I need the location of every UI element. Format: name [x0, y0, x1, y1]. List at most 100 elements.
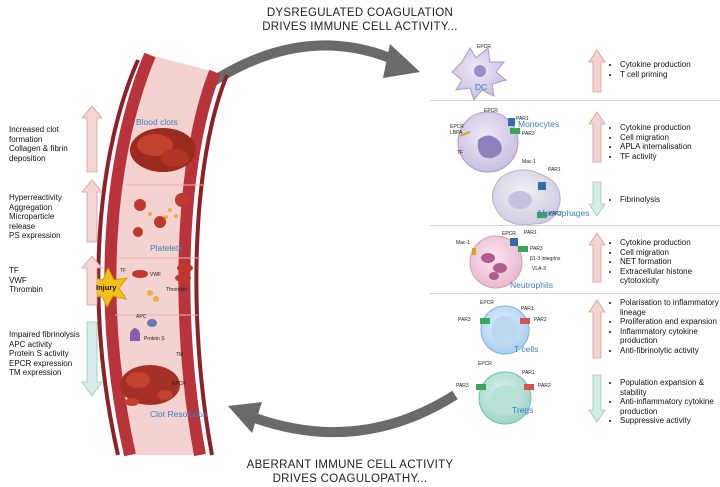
dc-cell — [451, 47, 508, 102]
bottom-title: ABERRANT IMMUNE CELL ACTIVITY DRIVES COA… — [210, 458, 490, 486]
treg-epcr-label: EPCR — [478, 361, 492, 367]
list-item: Polarisation to inflammatory lineage — [620, 298, 719, 317]
clot-resolution-label: Clot Resolution — [150, 409, 208, 419]
apc-label: APC — [136, 314, 147, 320]
list-item: TF — [9, 266, 82, 276]
list-item: NET formation — [620, 257, 719, 267]
list-item: T cell priming — [620, 70, 719, 80]
neutrophil-mac1-label: Mac-1 — [456, 240, 470, 246]
tcells-label: T cells — [514, 344, 539, 354]
treg-cell — [476, 371, 534, 425]
list-item: APLA internalisation — [620, 142, 719, 152]
list-item: Cell migration — [620, 248, 719, 258]
neutrophil-par1-label: PAR1 — [524, 230, 537, 236]
monocyte-par1-label: PAR1 — [516, 116, 529, 122]
list-item: Population expansion & stability — [620, 378, 719, 397]
thrombin-label: Thrombin — [166, 287, 188, 293]
tcell-par1-label: PAR1 — [521, 306, 534, 312]
top-title: DYSREGULATED COAGULATION DRIVES IMMUNE C… — [230, 6, 490, 34]
tcell-par2-label: PAR2 — [534, 317, 547, 323]
list-item: Hyperreactivity — [9, 193, 82, 203]
right-group-neutrophils: Cytokine production Cell migration NET f… — [611, 238, 719, 286]
list-item: Collagen & fibrin deposition — [9, 144, 82, 163]
list-item: PS expression — [9, 231, 82, 241]
list-item: Protein S activity — [9, 349, 82, 359]
list-item: EPCR expression — [9, 359, 82, 369]
list-item: Anti-inflammatory cytokine production — [620, 397, 719, 416]
list-item: Inflammatory cytokine production — [620, 327, 719, 346]
tregs-label: Tregs — [512, 405, 534, 415]
macrophage-par3-label: PAR3 — [549, 211, 562, 217]
list-item: APC activity — [9, 340, 82, 350]
list-item: Microparticle release — [9, 212, 82, 231]
neutrophil-cell — [469, 235, 528, 289]
list-item: Cytokine production — [620, 238, 719, 248]
tf-label: TF — [120, 268, 127, 274]
list-item: Thrombin — [9, 285, 82, 295]
left-group-platelets: Hyperreactivity Aggregation Microparticl… — [0, 193, 82, 241]
right-group-macrophages: Fibrinolysis — [611, 195, 719, 205]
injury-label: Injury — [96, 283, 117, 292]
neutrophil-par3-label: PAR3 — [530, 246, 543, 252]
list-item: Impaired fibrinolysis — [9, 330, 82, 340]
list-item: Increased clot formation — [9, 125, 82, 144]
list-item: VWF — [9, 276, 82, 286]
neutrophil-integrin-label: β1-3 integrins — [530, 256, 561, 262]
list-item: TF activity — [620, 152, 719, 162]
top-title-line2: DRIVES IMMUNE CELL ACTIVITY... — [262, 21, 458, 33]
divider — [430, 100, 720, 101]
tcell-cell — [480, 305, 530, 355]
monocyte-tf-label: TF — [457, 150, 464, 156]
monocyte-lbpa-label: EPCR LBPA — [450, 124, 464, 136]
list-item: Proliferation and expansion — [620, 317, 719, 327]
monocyte-cell — [457, 111, 520, 173]
bottom-title-line2: DRIVES COAGULOPATHY... — [272, 473, 428, 485]
dc-label: DC — [475, 82, 488, 92]
treg-par2-label: PAR2 — [538, 383, 551, 389]
right-group-dc: Cytokine production T cell priming — [611, 60, 719, 79]
right-group-tcells: Polarisation to inflammatory lineage Pro… — [611, 298, 719, 356]
right-arrows — [588, 49, 606, 423]
list-item: Cytokine production — [620, 60, 719, 70]
monocytes-label: Monocytes — [518, 119, 560, 129]
left-group-clots: Increased clot formation Collagen & fibr… — [0, 125, 82, 163]
list-item: Aggregation — [9, 203, 82, 213]
macrophages-label: Macrophages — [538, 208, 590, 218]
left-group-factors: TF VWF Thrombin — [0, 266, 82, 295]
blood-vessel — [87, 52, 229, 457]
blood-clots-label: Blood clots — [136, 117, 178, 127]
vwf-label: VWF — [150, 272, 162, 278]
monocyte-epcr-label: EPCR — [484, 108, 498, 114]
neutrophil-vla-label: VLA-3 — [532, 266, 546, 272]
tcell-par3-label: PAR3 — [458, 317, 471, 323]
bottom-arrow-head — [228, 402, 262, 433]
neutrophil-epcr-label: EPCR — [502, 231, 516, 237]
neutrophils-label: Neutrophils — [510, 280, 553, 290]
macrophage-cell — [492, 169, 561, 226]
list-item: Cell migration — [620, 133, 719, 143]
list-item: Anti-fibrinolytic activity — [620, 346, 719, 356]
left-arrows — [81, 105, 103, 397]
list-item: Suppressive activity — [620, 416, 719, 426]
macrophage-par1-label: PAR1 — [548, 167, 561, 173]
list-item: Extracellular histone cytotoxicity — [620, 267, 719, 286]
left-group-resolution: Impaired fibrinolysis APC activity Prote… — [0, 330, 82, 378]
dc-epcr-label: EPCR — [477, 44, 491, 50]
tcell-epcr-label: EPCR — [480, 300, 494, 306]
platelets-label: Platelets — [150, 243, 183, 253]
monocyte-par3-label: PAR3 — [522, 131, 535, 137]
top-curved-arrow — [197, 40, 397, 95]
top-title-line1: DYSREGULATED COAGULATION — [266, 7, 454, 19]
list-item: TM expression — [9, 368, 82, 378]
treg-par3-label: PAR3 — [456, 383, 469, 389]
bottom-title-line1: ABERRANT IMMUNE CELL ACTIVITY — [246, 459, 454, 471]
list-item: Fibrinolysis — [620, 195, 719, 205]
treg-par1-label: PAR1 — [522, 370, 535, 376]
divider — [430, 293, 720, 294]
protein-s-label: Protein S — [144, 336, 165, 342]
top-arrow-head — [383, 44, 420, 78]
macrophage-mac1-label: Mac-1 — [522, 159, 536, 165]
bottom-curved-arrow — [253, 390, 458, 438]
list-item: Cytokine production — [620, 123, 719, 133]
